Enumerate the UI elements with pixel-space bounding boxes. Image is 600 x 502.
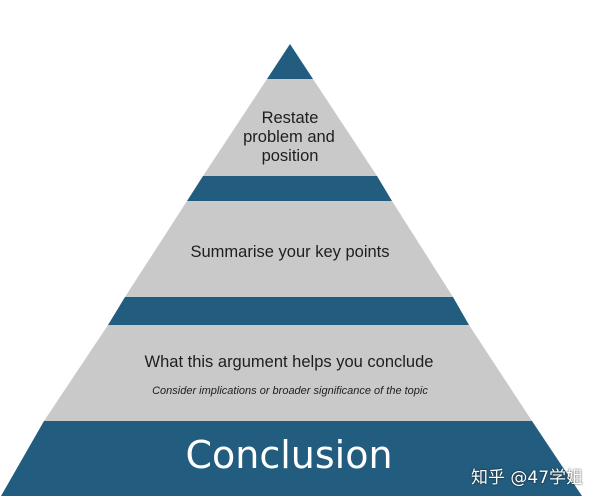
top-tier-line-1: Restate — [262, 109, 319, 127]
watermark: 知乎 @47学姐 — [471, 468, 584, 488]
lower-tier-band — [44, 325, 532, 421]
lower-tier-subtext: Consider implications or broader signifi… — [152, 385, 428, 397]
lower-tier-label: What this argument helps you conclude — [145, 353, 434, 371]
base-title: Conclusion — [185, 433, 392, 477]
middle-tier-label: Summarise your key points — [191, 243, 390, 261]
divider-band-2 — [108, 297, 469, 325]
top-tier-line-2: problem and — [243, 128, 335, 146]
top-tier-line-3: position — [262, 147, 319, 165]
pyramid-tip-band — [267, 44, 313, 79]
divider-band-1 — [187, 176, 392, 201]
top-tier-band — [203, 79, 377, 176]
base-band — [1, 421, 582, 496]
middle-tier-band — [125, 201, 453, 297]
